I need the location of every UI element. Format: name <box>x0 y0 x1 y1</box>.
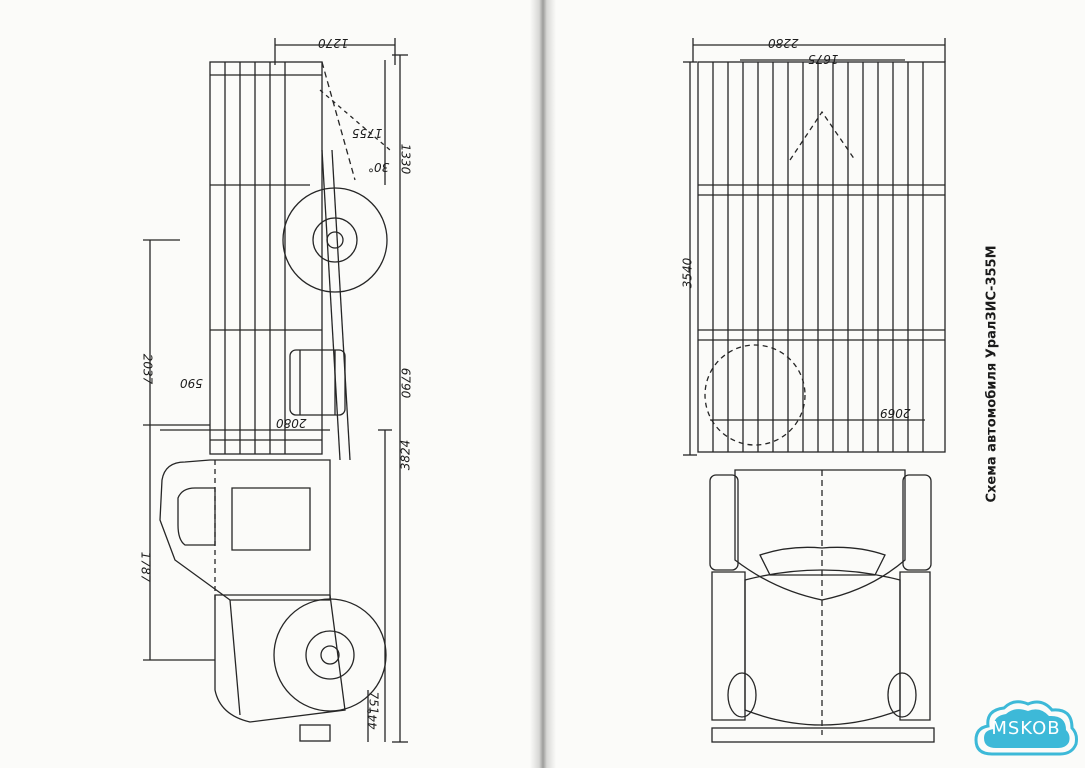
watermark-text: MSKOB <box>991 718 1061 739</box>
dim-front-angle: 44° <box>365 708 380 730</box>
book-gutter <box>530 0 556 768</box>
left-page <box>0 0 538 768</box>
dim-body-front: 2080 <box>276 416 307 430</box>
dim-rear-track: 1675 <box>808 52 839 66</box>
mskob-watermark-logo: MSKOB <box>972 698 1080 762</box>
dim-rear-overhang: 1755 <box>352 126 383 140</box>
dim-rear-angle: 30° <box>368 160 390 174</box>
dim-body-width: 2280 <box>768 36 799 50</box>
dim-body-length: 3540 <box>680 257 695 289</box>
dim-rear-height: 1330 <box>398 143 413 175</box>
cloud-icon <box>974 700 1078 756</box>
right-page <box>548 0 1085 768</box>
dim-body-offset: 590 <box>180 376 203 390</box>
dim-overall-length: 6790 <box>398 367 413 399</box>
dim-front-section: 3824 <box>398 439 413 471</box>
dim-top-length: 1270 <box>318 36 349 50</box>
dim-wheelbase: 2037 <box>140 353 155 385</box>
dim-front-track: 2069 <box>880 406 911 420</box>
figure-caption: Схема автомобиля УралЗИС-355М <box>984 245 1000 503</box>
dim-cab-height: 1787 <box>138 551 153 583</box>
